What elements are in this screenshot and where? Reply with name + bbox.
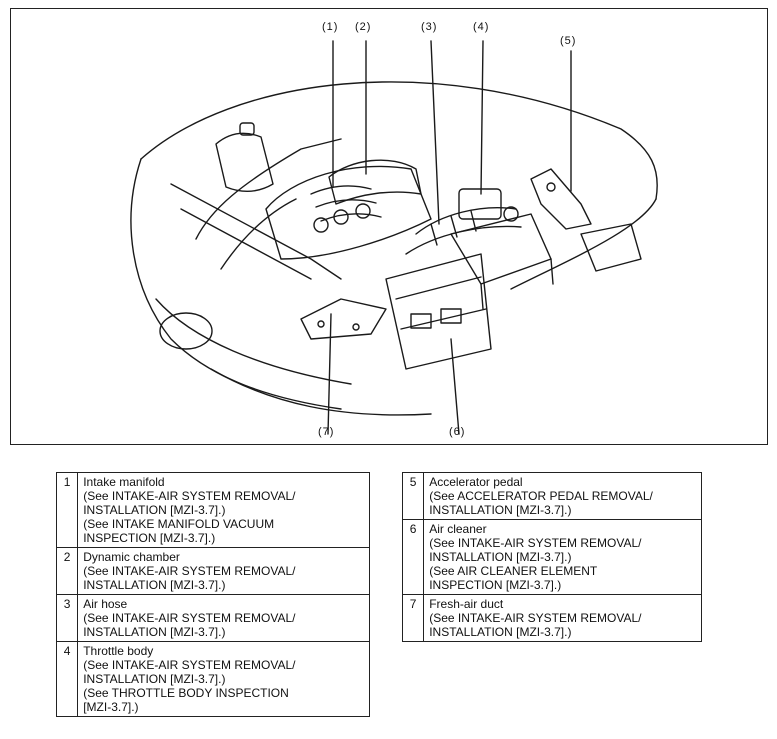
callout-2: (2)	[355, 21, 372, 33]
callout-7: (7)	[318, 426, 335, 438]
part-name: Fresh-air duct	[429, 597, 504, 611]
part-reference: INSTALLATION [MZI-3.7].)	[429, 550, 572, 564]
part-name: Accelerator pedal	[429, 475, 523, 489]
table-row: 6 Air cleaner (See INTAKE-AIR SYSTEM REM…	[401, 519, 702, 595]
table-row: 4 Throttle body (See INTAKE-AIR SYSTEM R…	[55, 641, 370, 717]
part-number: 4	[55, 641, 79, 717]
part-reference: INSTALLATION [MZI-3.7].)	[83, 503, 226, 517]
part-reference: (See INTAKE-AIR SYSTEM REMOVAL/	[429, 536, 642, 550]
part-description: Accelerator pedal (See ACCELERATOR PEDAL…	[423, 472, 702, 520]
part-reference: (See ACCELERATOR PEDAL REMOVAL/	[429, 489, 653, 503]
part-number: 1	[55, 472, 79, 548]
part-description: Intake manifold (See INTAKE-AIR SYSTEM R…	[77, 472, 370, 548]
table-row: 2 Dynamic chamber (See INTAKE-AIR SYSTEM…	[55, 547, 370, 595]
table-row: 7 Fresh-air duct (See INTAKE-AIR SYSTEM …	[401, 594, 702, 642]
part-description: Fresh-air duct (See INTAKE-AIR SYSTEM RE…	[423, 594, 702, 642]
callout-5: (5)	[560, 35, 577, 47]
engine-bay-drawing	[130, 40, 658, 435]
part-name: Intake manifold	[83, 475, 165, 489]
part-reference: (See AIR CLEANER ELEMENT	[429, 564, 598, 578]
part-description: Throttle body (See INTAKE-AIR SYSTEM REM…	[77, 641, 370, 717]
table-row: 5 Accelerator pedal (See ACCELERATOR PED…	[401, 472, 702, 520]
engine-bay-illustration: (1) (2) (3) (4) (5) (6) (7)	[10, 8, 768, 445]
part-name: Air hose	[83, 597, 128, 611]
parts-table-left: 1 Intake manifold (See INTAKE-AIR SYSTEM…	[55, 472, 370, 717]
part-number: 6	[401, 519, 425, 595]
part-reference: (See INTAKE-AIR SYSTEM REMOVAL/	[83, 658, 296, 672]
part-description: Air cleaner (See INTAKE-AIR SYSTEM REMOV…	[423, 519, 702, 595]
part-reference: INSTALLATION [MZI-3.7].)	[429, 625, 572, 639]
part-reference: (See INTAKE-AIR SYSTEM REMOVAL/	[83, 611, 296, 625]
part-number: 3	[55, 594, 79, 642]
part-name: Throttle body	[83, 644, 154, 658]
parts-table-right: 5 Accelerator pedal (See ACCELERATOR PED…	[401, 472, 702, 642]
part-reference: (See INTAKE-AIR SYSTEM REMOVAL/	[429, 611, 642, 625]
callout-3: (3)	[421, 21, 438, 33]
callout-4: (4)	[473, 21, 490, 33]
part-description: Dynamic chamber (See INTAKE-AIR SYSTEM R…	[77, 547, 370, 595]
part-reference: INSTALLATION [MZI-3.7].)	[83, 672, 226, 686]
part-reference: (See INTAKE MANIFOLD VACUUM	[83, 517, 275, 531]
part-reference: INSPECTION [MZI-3.7].)	[429, 578, 562, 592]
part-reference: (See INTAKE-AIR SYSTEM REMOVAL/	[83, 489, 296, 503]
part-reference: (See INTAKE-AIR SYSTEM REMOVAL/	[83, 564, 296, 578]
table-row: 1 Intake manifold (See INTAKE-AIR SYSTEM…	[55, 472, 370, 548]
part-reference: (See THROTTLE BODY INSPECTION	[83, 686, 289, 700]
part-reference: INSTALLATION [MZI-3.7].)	[83, 578, 226, 592]
part-reference: INSTALLATION [MZI-3.7].)	[429, 503, 572, 517]
part-description: Air hose (See INTAKE-AIR SYSTEM REMOVAL/…	[77, 594, 370, 642]
part-reference: [MZI-3.7].)	[83, 700, 139, 714]
part-name: Dynamic chamber	[83, 550, 180, 564]
table-row: 3 Air hose (See INTAKE-AIR SYSTEM REMOVA…	[55, 594, 370, 642]
part-number: 5	[401, 472, 425, 520]
part-number: 2	[55, 547, 79, 595]
part-reference: INSTALLATION [MZI-3.7].)	[83, 625, 226, 639]
part-name: Air cleaner	[429, 522, 487, 536]
callout-6: (6)	[449, 426, 466, 438]
callout-1: (1)	[322, 21, 339, 33]
part-number: 7	[401, 594, 425, 642]
part-reference: INSPECTION [MZI-3.7].)	[83, 531, 216, 545]
